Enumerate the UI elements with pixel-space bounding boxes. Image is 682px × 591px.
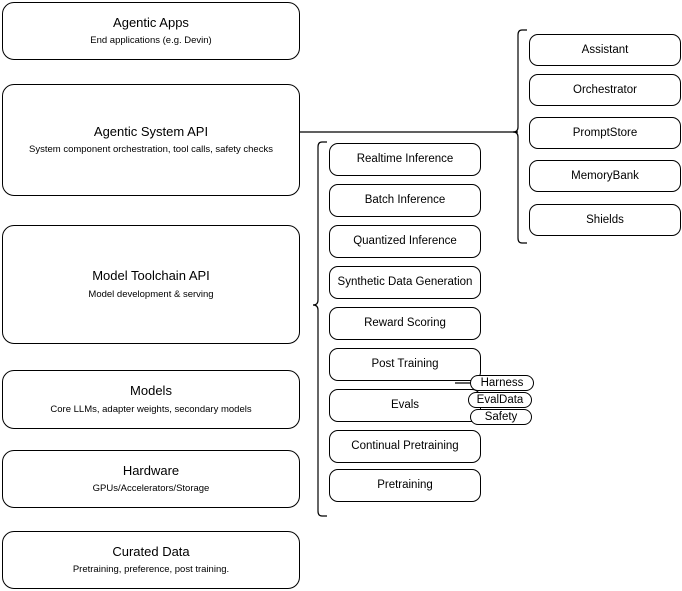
layer-subtitle: System component orchestration, tool cal…	[29, 144, 273, 156]
component-label: Shields	[586, 213, 624, 226]
capability-label: Reward Scoring	[364, 317, 446, 330]
capability-evals[interactable]: Evals	[329, 389, 481, 422]
capability-continual-pretraining[interactable]: Continual Pretraining	[329, 430, 481, 463]
eval-badge-harness[interactable]: Harness	[470, 375, 534, 391]
component-label: MemoryBank	[571, 169, 639, 182]
capability-realtime-inference[interactable]: Realtime Inference	[329, 143, 481, 176]
layer-subtitle: Pretraining, preference, post training.	[72, 564, 230, 576]
capability-synthetic-data-generation[interactable]: Synthetic Data Generation	[329, 266, 481, 299]
component-label: PromptStore	[572, 126, 638, 139]
component-orchestrator[interactable]: Orchestrator	[529, 74, 681, 106]
component-assistant[interactable]: Assistant	[529, 34, 681, 66]
capability-label: Batch Inference	[364, 194, 446, 207]
capability-label: Quantized Inference	[353, 235, 457, 248]
layer-model-toolchain-api[interactable]: Model Toolchain API Model development & …	[2, 225, 300, 344]
capability-label: Synthetic Data Generation	[337, 276, 473, 289]
capability-label: Evals	[390, 399, 420, 412]
capability-reward-scoring[interactable]: Reward Scoring	[329, 307, 481, 340]
layer-title: Curated Data	[112, 543, 190, 559]
eval-badge-label: Safety	[484, 411, 518, 423]
layer-title: Hardware	[122, 462, 180, 478]
layer-hardware[interactable]: Hardware GPUs/Accelerators/Storage	[2, 450, 300, 508]
layer-models[interactable]: Models Core LLMs, adapter weights, secon…	[2, 370, 300, 429]
capability-batch-inference[interactable]: Batch Inference	[329, 184, 481, 217]
layer-title: Models	[130, 383, 172, 399]
eval-badge-safety[interactable]: Safety	[470, 409, 532, 425]
capability-label: Pretraining	[377, 479, 433, 492]
bracket-toolchain-capabilities	[312, 141, 327, 517]
layer-agentic-system-api[interactable]: Agentic System API System component orch…	[2, 84, 300, 196]
layer-agentic-apps[interactable]: Agentic Apps End applications (e.g. Devi…	[2, 2, 300, 60]
eval-badge-label: Harness	[480, 377, 524, 389]
capability-pretraining[interactable]: Pretraining	[329, 469, 481, 502]
capability-label: Post Training	[371, 358, 439, 371]
component-label: Orchestrator	[573, 83, 637, 96]
component-label: Assistant	[581, 43, 629, 56]
capability-label: Continual Pretraining	[351, 440, 459, 453]
capability-quantized-inference[interactable]: Quantized Inference	[329, 225, 481, 258]
layer-subtitle: GPUs/Accelerators/Storage	[92, 483, 210, 495]
component-shields[interactable]: Shields	[529, 204, 681, 236]
eval-badge-evaldata[interactable]: EvalData	[468, 392, 532, 408]
capability-label: Realtime Inference	[356, 153, 454, 166]
bracket-agentic-components	[512, 29, 527, 244]
component-promptstore[interactable]: PromptStore	[529, 117, 681, 149]
component-memorybank[interactable]: MemoryBank	[529, 160, 681, 192]
layer-subtitle: End applications (e.g. Devin)	[90, 35, 212, 47]
layer-title: Agentic System API	[93, 123, 209, 139]
layer-subtitle: Model development & serving	[88, 288, 214, 300]
layer-curated-data[interactable]: Curated Data Pretraining, preference, po…	[2, 531, 300, 589]
layer-title: Agentic Apps	[113, 14, 189, 30]
layer-title: Model Toolchain API	[92, 268, 210, 284]
eval-badge-label: EvalData	[476, 394, 524, 406]
layer-subtitle: Core LLMs, adapter weights, secondary mo…	[50, 403, 252, 415]
capability-post-training[interactable]: Post Training	[329, 348, 481, 381]
